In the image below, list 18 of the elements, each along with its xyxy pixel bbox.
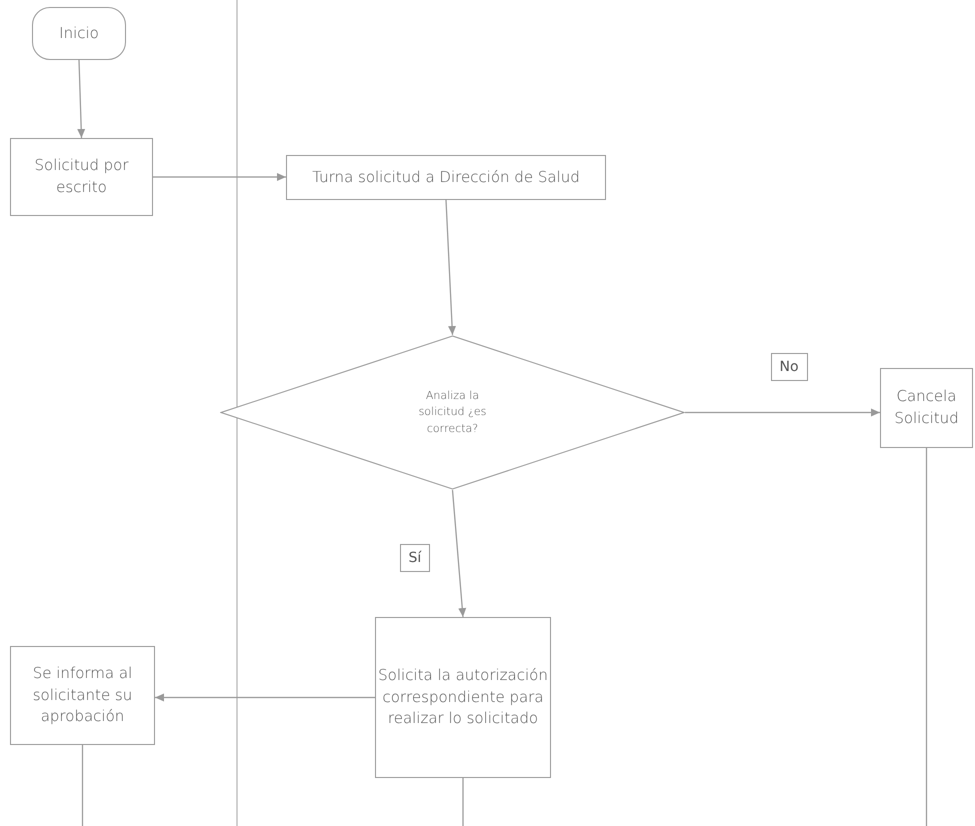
process-box: Solicitud por escrito xyxy=(10,138,153,216)
process-box: Cancela Solicitud xyxy=(880,368,973,448)
arrow xyxy=(153,173,286,181)
edge-label: Sí xyxy=(400,544,430,572)
connector-line xyxy=(462,778,464,826)
connector-line xyxy=(82,745,84,826)
process-box: Solicita la autorización correspondiente para realizar lo solicitado xyxy=(375,617,551,778)
decision-text: Analiza la solicitud ¿es correcta? xyxy=(418,388,488,437)
arrow xyxy=(452,490,466,618)
process-box: Turna solicitud a Dirección de Salud xyxy=(286,155,606,200)
connector-line xyxy=(926,448,928,826)
arrow xyxy=(445,200,456,336)
start-terminal: Inicio xyxy=(32,7,126,60)
process-box: Se informa al solicitante su aprobación xyxy=(10,646,155,745)
arrow xyxy=(685,408,880,416)
edge-label: No xyxy=(770,353,808,381)
arrow xyxy=(77,60,86,138)
arrow xyxy=(155,694,375,702)
